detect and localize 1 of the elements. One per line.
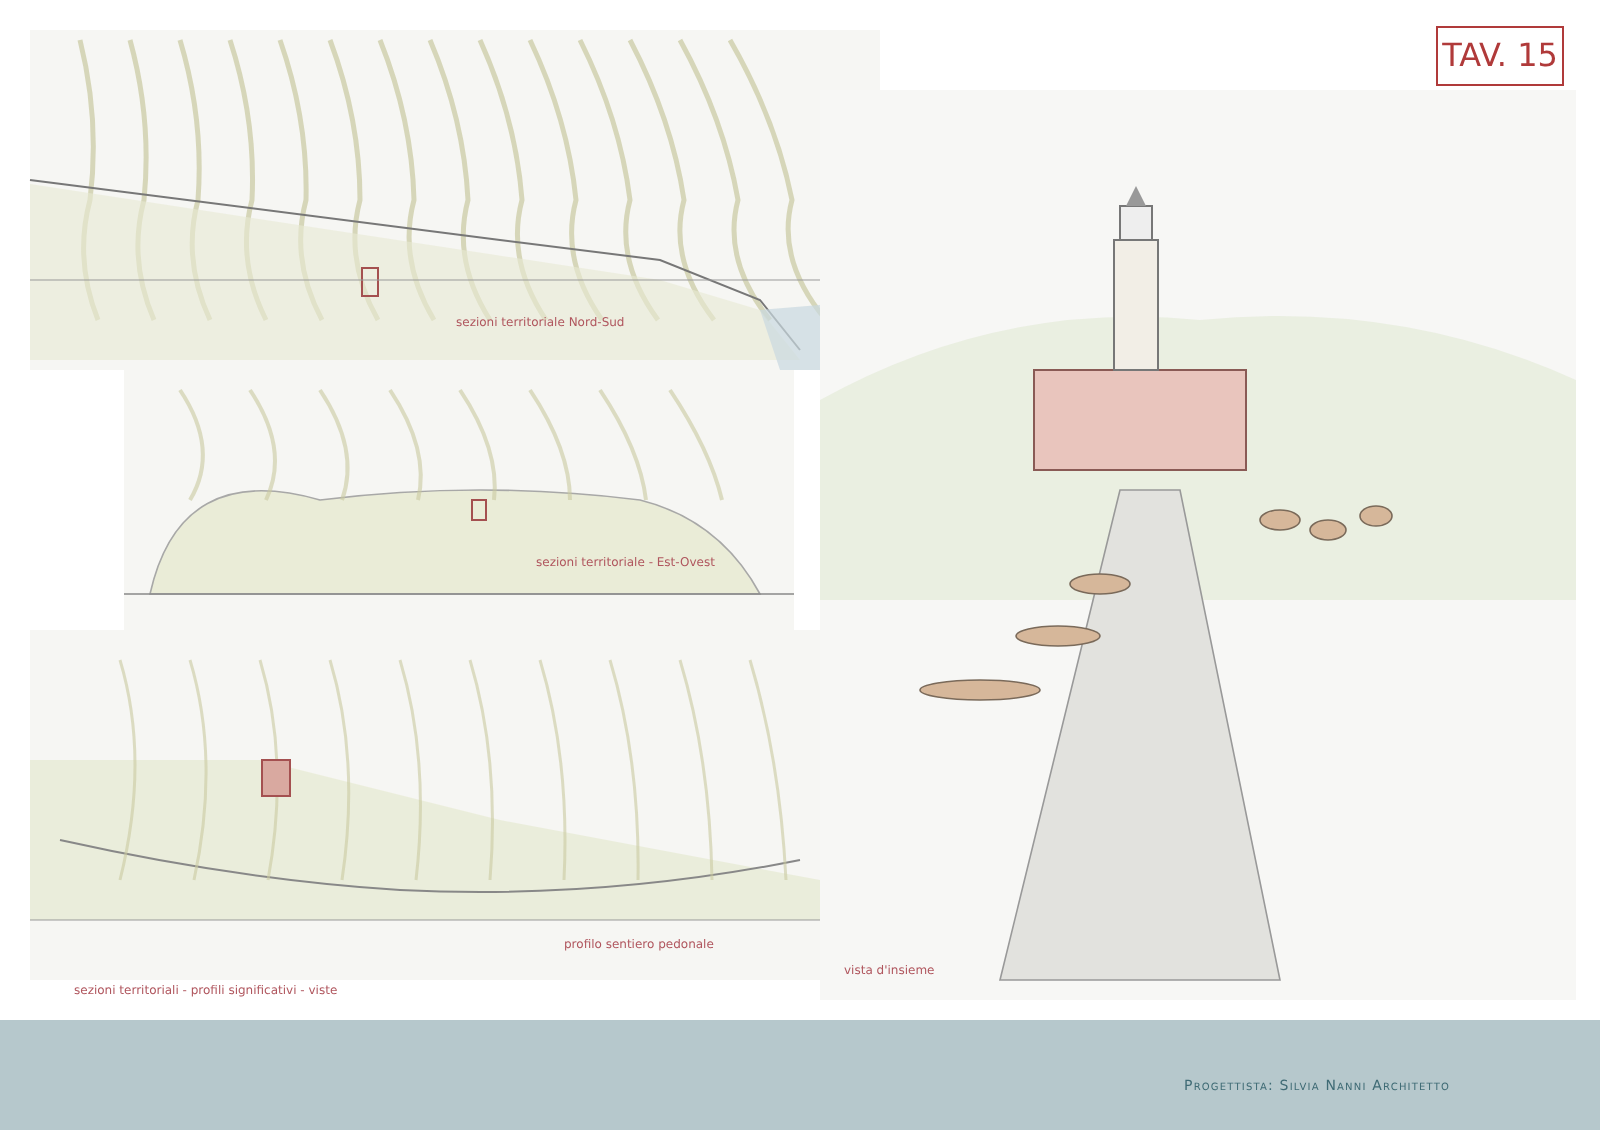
sheet-number: TAV. 15 xyxy=(1436,26,1564,86)
